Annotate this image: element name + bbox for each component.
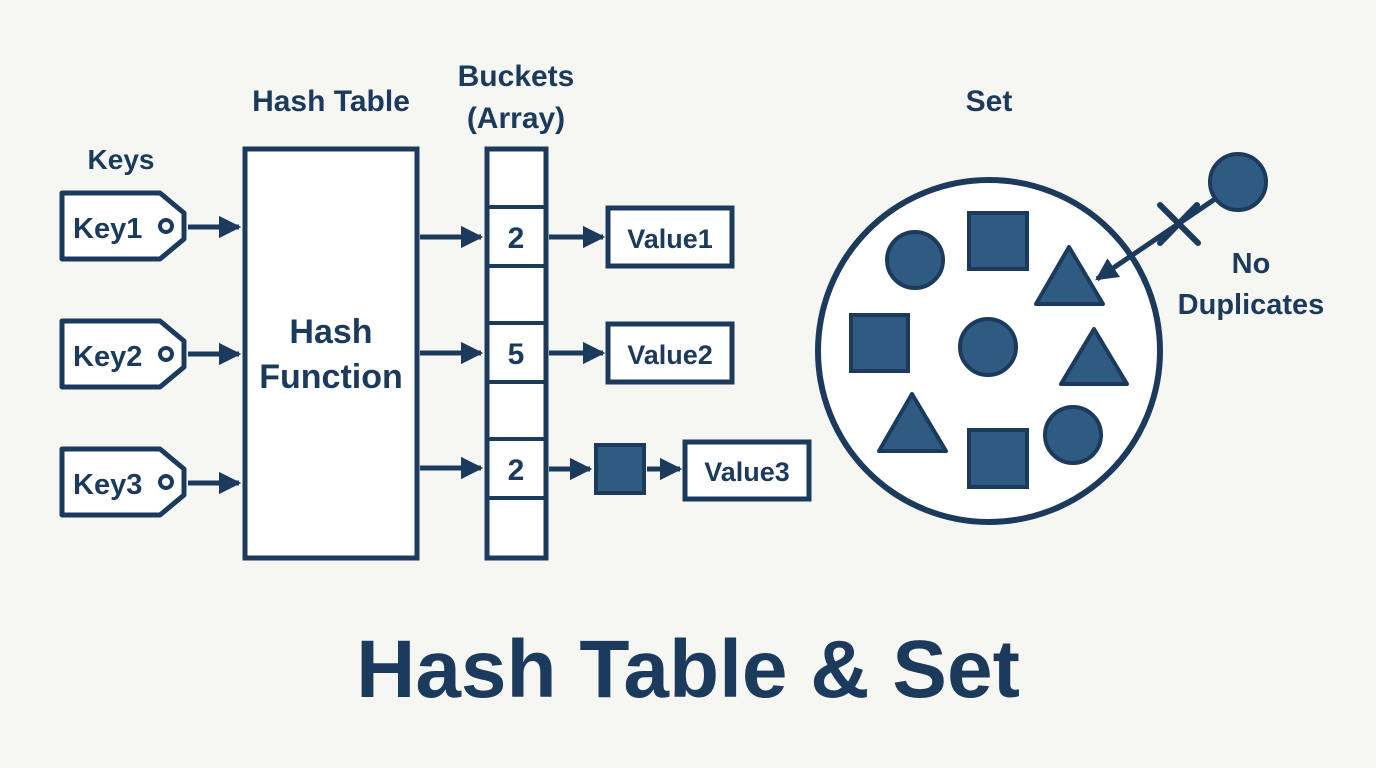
tag-hole-icon — [158, 346, 174, 362]
set-member-square-icon — [967, 211, 1029, 271]
key-label: Key2 — [73, 341, 142, 373]
value-box-2 — [605, 321, 735, 385]
set-heading: Set — [966, 85, 1013, 118]
no-duplicates-label: Duplicates — [1178, 289, 1325, 321]
tag-hole-icon — [158, 474, 174, 490]
tag-hole-icon — [158, 218, 174, 234]
set-member-square-icon — [849, 313, 910, 373]
rejected-circle-icon — [1208, 152, 1268, 212]
key-label: Key3 — [73, 469, 142, 501]
value-label: Value1 — [627, 224, 713, 254]
hash-function-label: Hash — [289, 313, 372, 351]
value-label: Value3 — [704, 457, 790, 487]
bucket-index: 5 — [508, 338, 525, 371]
bucket-array — [484, 146, 549, 561]
buckets-heading: Buckets — [458, 60, 575, 93]
key-label: Key1 — [73, 213, 142, 245]
no-duplicates-label: No — [1232, 248, 1271, 280]
set-member-square-icon — [967, 428, 1029, 489]
buckets-subheading: (Array) — [467, 102, 565, 135]
set-member-triangle-icon — [1059, 327, 1129, 386]
value-box-3 — [682, 439, 812, 502]
value-label: Value2 — [627, 340, 713, 370]
hash-function-label: Function — [259, 358, 403, 396]
keys-heading: Keys — [88, 144, 155, 175]
hash-function-box — [242, 146, 420, 561]
page-title: Hash Table & Set — [356, 624, 1020, 715]
hash-table-heading: Hash Table — [252, 85, 410, 118]
set-member-circle-icon — [1043, 405, 1103, 465]
key-tag-3: Key3 — [59, 446, 187, 518]
key-tag-1: Key1 — [59, 190, 187, 262]
set-member-circle-icon — [885, 230, 945, 290]
bucket-index: 2 — [508, 454, 525, 487]
x-mark-icon — [1157, 202, 1201, 246]
value-box-1 — [605, 205, 735, 269]
set-member-circle-icon — [958, 317, 1018, 377]
set-member-triangle-icon — [1034, 245, 1105, 306]
bucket-index: 2 — [508, 222, 525, 255]
rejected-insert-arrow — [1095, 196, 1217, 282]
key-tag-2: Key2 — [59, 318, 187, 390]
set-member-triangle-icon — [877, 392, 948, 453]
square-node-icon — [594, 443, 646, 495]
